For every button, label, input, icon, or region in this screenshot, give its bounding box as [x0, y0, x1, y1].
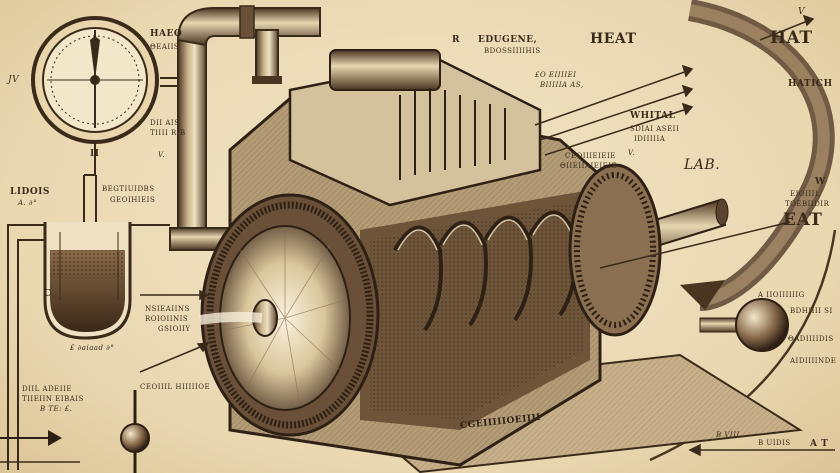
right-w-label: W — [815, 177, 826, 187]
reservoir-subtitle: A. ∂° — [18, 199, 38, 207]
air-flow-stream — [199, 311, 263, 325]
tank-mark: C — [44, 289, 52, 299]
bottom-left-note-3: B TE: £. — [40, 405, 73, 413]
whital-sub-1: SDIAI ASEII — [630, 125, 680, 133]
sphere-note-1: A IIOIIIIIIG — [758, 291, 805, 299]
gauge-bottom-label: II — [90, 149, 100, 159]
heat-label: HEAT — [590, 31, 637, 47]
bottom-right-note-2: B UIDIS — [758, 439, 791, 447]
right-note-2: TOEBIIDIR — [785, 200, 830, 208]
bottom-right-note-3: A T — [810, 439, 829, 449]
reservoir-title: LIDOIS — [10, 187, 50, 197]
whital-mark: V. — [628, 149, 636, 157]
annotation-arrows — [0, 14, 835, 463]
sphere-note-3: ΘADIIIIDIS — [788, 335, 834, 343]
bottom-left-note-1: DIIL ADEIIE — [22, 385, 72, 393]
chamber-subtitle: GEOIHIEIS — [110, 196, 156, 204]
gauge-note-1: DII AIS — [150, 119, 180, 127]
whital-sub-2: IDIIIIIA — [634, 135, 666, 143]
sphere-note-2: BDHIIII SI — [790, 307, 833, 315]
lab-label: LAB. — [684, 157, 721, 173]
top-note-1: £O EIIIIEI — [535, 71, 577, 79]
gauge-note-2: TIIII RIB — [150, 129, 186, 137]
mid-note-2: ROIOIINIS — [145, 315, 189, 323]
rear-flywheel — [568, 163, 662, 337]
whital-label: WHITAL — [630, 111, 676, 121]
bottom-left-note-2: TIIEIIN EIBAIS — [22, 395, 84, 403]
mid-note-1: NSIEAIINS — [145, 305, 190, 313]
eat-label: EAT — [783, 210, 823, 230]
mid-right-note-2: ΘIIEIIAIEIEIE — [560, 162, 618, 170]
top-corner-mark: V — [798, 7, 805, 17]
liquid-reservoir — [43, 222, 132, 340]
top-mark: R — [452, 35, 460, 45]
sphere-note-4: AIDIIIINDE — [790, 357, 837, 365]
gauge-mark: V. — [158, 151, 166, 159]
gauge-subtitle: ΘEAIIS — [150, 43, 180, 51]
right-note-1: EIOIIIL — [790, 190, 821, 198]
gauge-connector — [84, 160, 96, 176]
tank-caption: £ ∂aiaad ∂° — [70, 344, 115, 352]
mid-right-note-1: CEOIIIEIEIE — [565, 152, 616, 160]
front-flywheel — [200, 193, 380, 437]
bottom-right-note-1: B VIII — [716, 431, 740, 439]
right-sphere — [699, 298, 789, 352]
top-subtitle: BDOSSIIIIHIS — [484, 47, 541, 55]
heat-arrow-label: HAT — [770, 28, 813, 48]
heatic-label: HATICH — [788, 79, 833, 89]
pressure-gauge — [31, 16, 159, 160]
top-note-2: BIIIIIA AS, — [540, 81, 584, 89]
mid-note-3: GSIOIIY — [158, 325, 191, 333]
chamber-title: BEGTIUIDBS — [102, 185, 155, 193]
gauge-title: HAEO — [150, 29, 183, 39]
gauge-left-label: JV — [8, 75, 20, 85]
cylinder-head — [288, 49, 542, 207]
top-steam-pipe — [169, 5, 321, 251]
bottom-mid-note: CEOIIIL HIIIIIOE — [140, 383, 211, 391]
bottom-left-valve — [0, 390, 150, 473]
sweeping-arrow-right — [680, 0, 835, 311]
top-title: EDUGENE, — [478, 35, 538, 45]
